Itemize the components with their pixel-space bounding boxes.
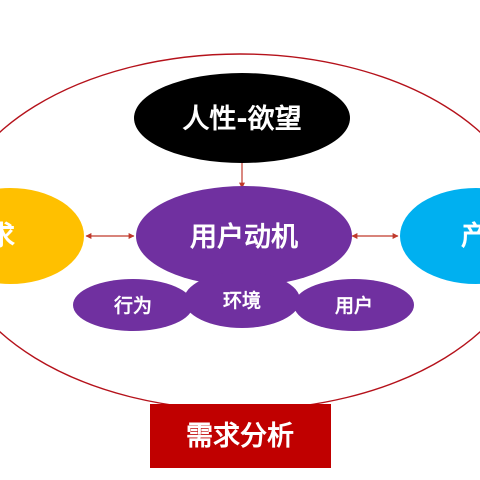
node-sub-environment-label: 环境	[223, 289, 261, 312]
node-right: 产品	[400, 188, 480, 284]
node-left: 需求	[0, 188, 84, 284]
footer-box: 需求分析	[150, 404, 331, 468]
node-sub-behavior-label: 行为	[113, 294, 152, 317]
node-left-label: 需求	[0, 221, 15, 252]
footer-label: 需求分析	[186, 421, 294, 452]
node-sub-behavior: 行为	[73, 279, 193, 331]
node-top-label: 人性-欲望	[182, 104, 301, 135]
node-sub-user: 用户	[294, 279, 414, 331]
node-center: 用户动机	[136, 186, 352, 286]
node-center-label: 用户动机	[190, 221, 298, 253]
node-sub-user-label: 用户	[335, 294, 373, 317]
node-top: 人性-欲望	[134, 73, 350, 163]
node-sub-environment: 环境	[184, 272, 300, 328]
node-right-label: 产品	[461, 221, 480, 252]
